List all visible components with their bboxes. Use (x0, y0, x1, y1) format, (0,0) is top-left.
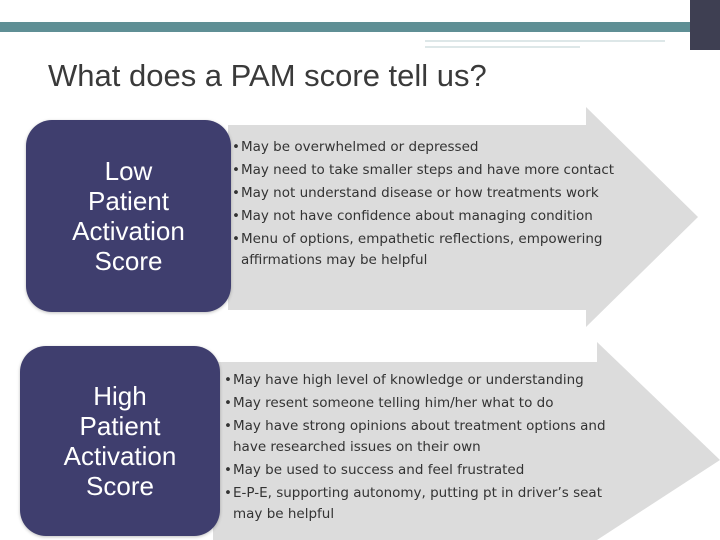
list-item: May be used to success and feel frustrat… (224, 460, 634, 481)
header-teal-stripe (0, 22, 690, 32)
header-dark-block (690, 0, 720, 50)
high-bullet-list: May have high level of knowledge or unde… (224, 370, 634, 527)
high-activation-label: High Patient Activation Score (63, 381, 177, 501)
list-item: May have high level of knowledge or unde… (224, 370, 634, 391)
list-item: Menu of options, empathetic reflections,… (232, 229, 632, 271)
list-item: May have strong opinions about treatment… (224, 416, 634, 458)
list-item: May be overwhelmed or depressed (232, 137, 632, 158)
list-item: May resent someone telling him/her what … (224, 393, 634, 414)
high-activation-box: High Patient Activation Score (20, 346, 220, 536)
low-activation-box: Low Patient Activation Score (26, 120, 231, 312)
low-activation-label: Low Patient Activation Score (72, 156, 185, 276)
header-rule (425, 46, 580, 48)
list-item: May not have confidence about managing c… (232, 206, 632, 227)
list-item: E-P-E, supporting autonomy, putting pt i… (224, 483, 634, 525)
slide-title: What does a PAM score tell us? (48, 58, 487, 93)
list-item: May need to take smaller steps and have … (232, 160, 632, 181)
low-bullet-list: May be overwhelmed or depressed May need… (232, 137, 632, 273)
list-item: May not understand disease or how treatm… (232, 183, 632, 204)
header-rule (425, 40, 665, 42)
